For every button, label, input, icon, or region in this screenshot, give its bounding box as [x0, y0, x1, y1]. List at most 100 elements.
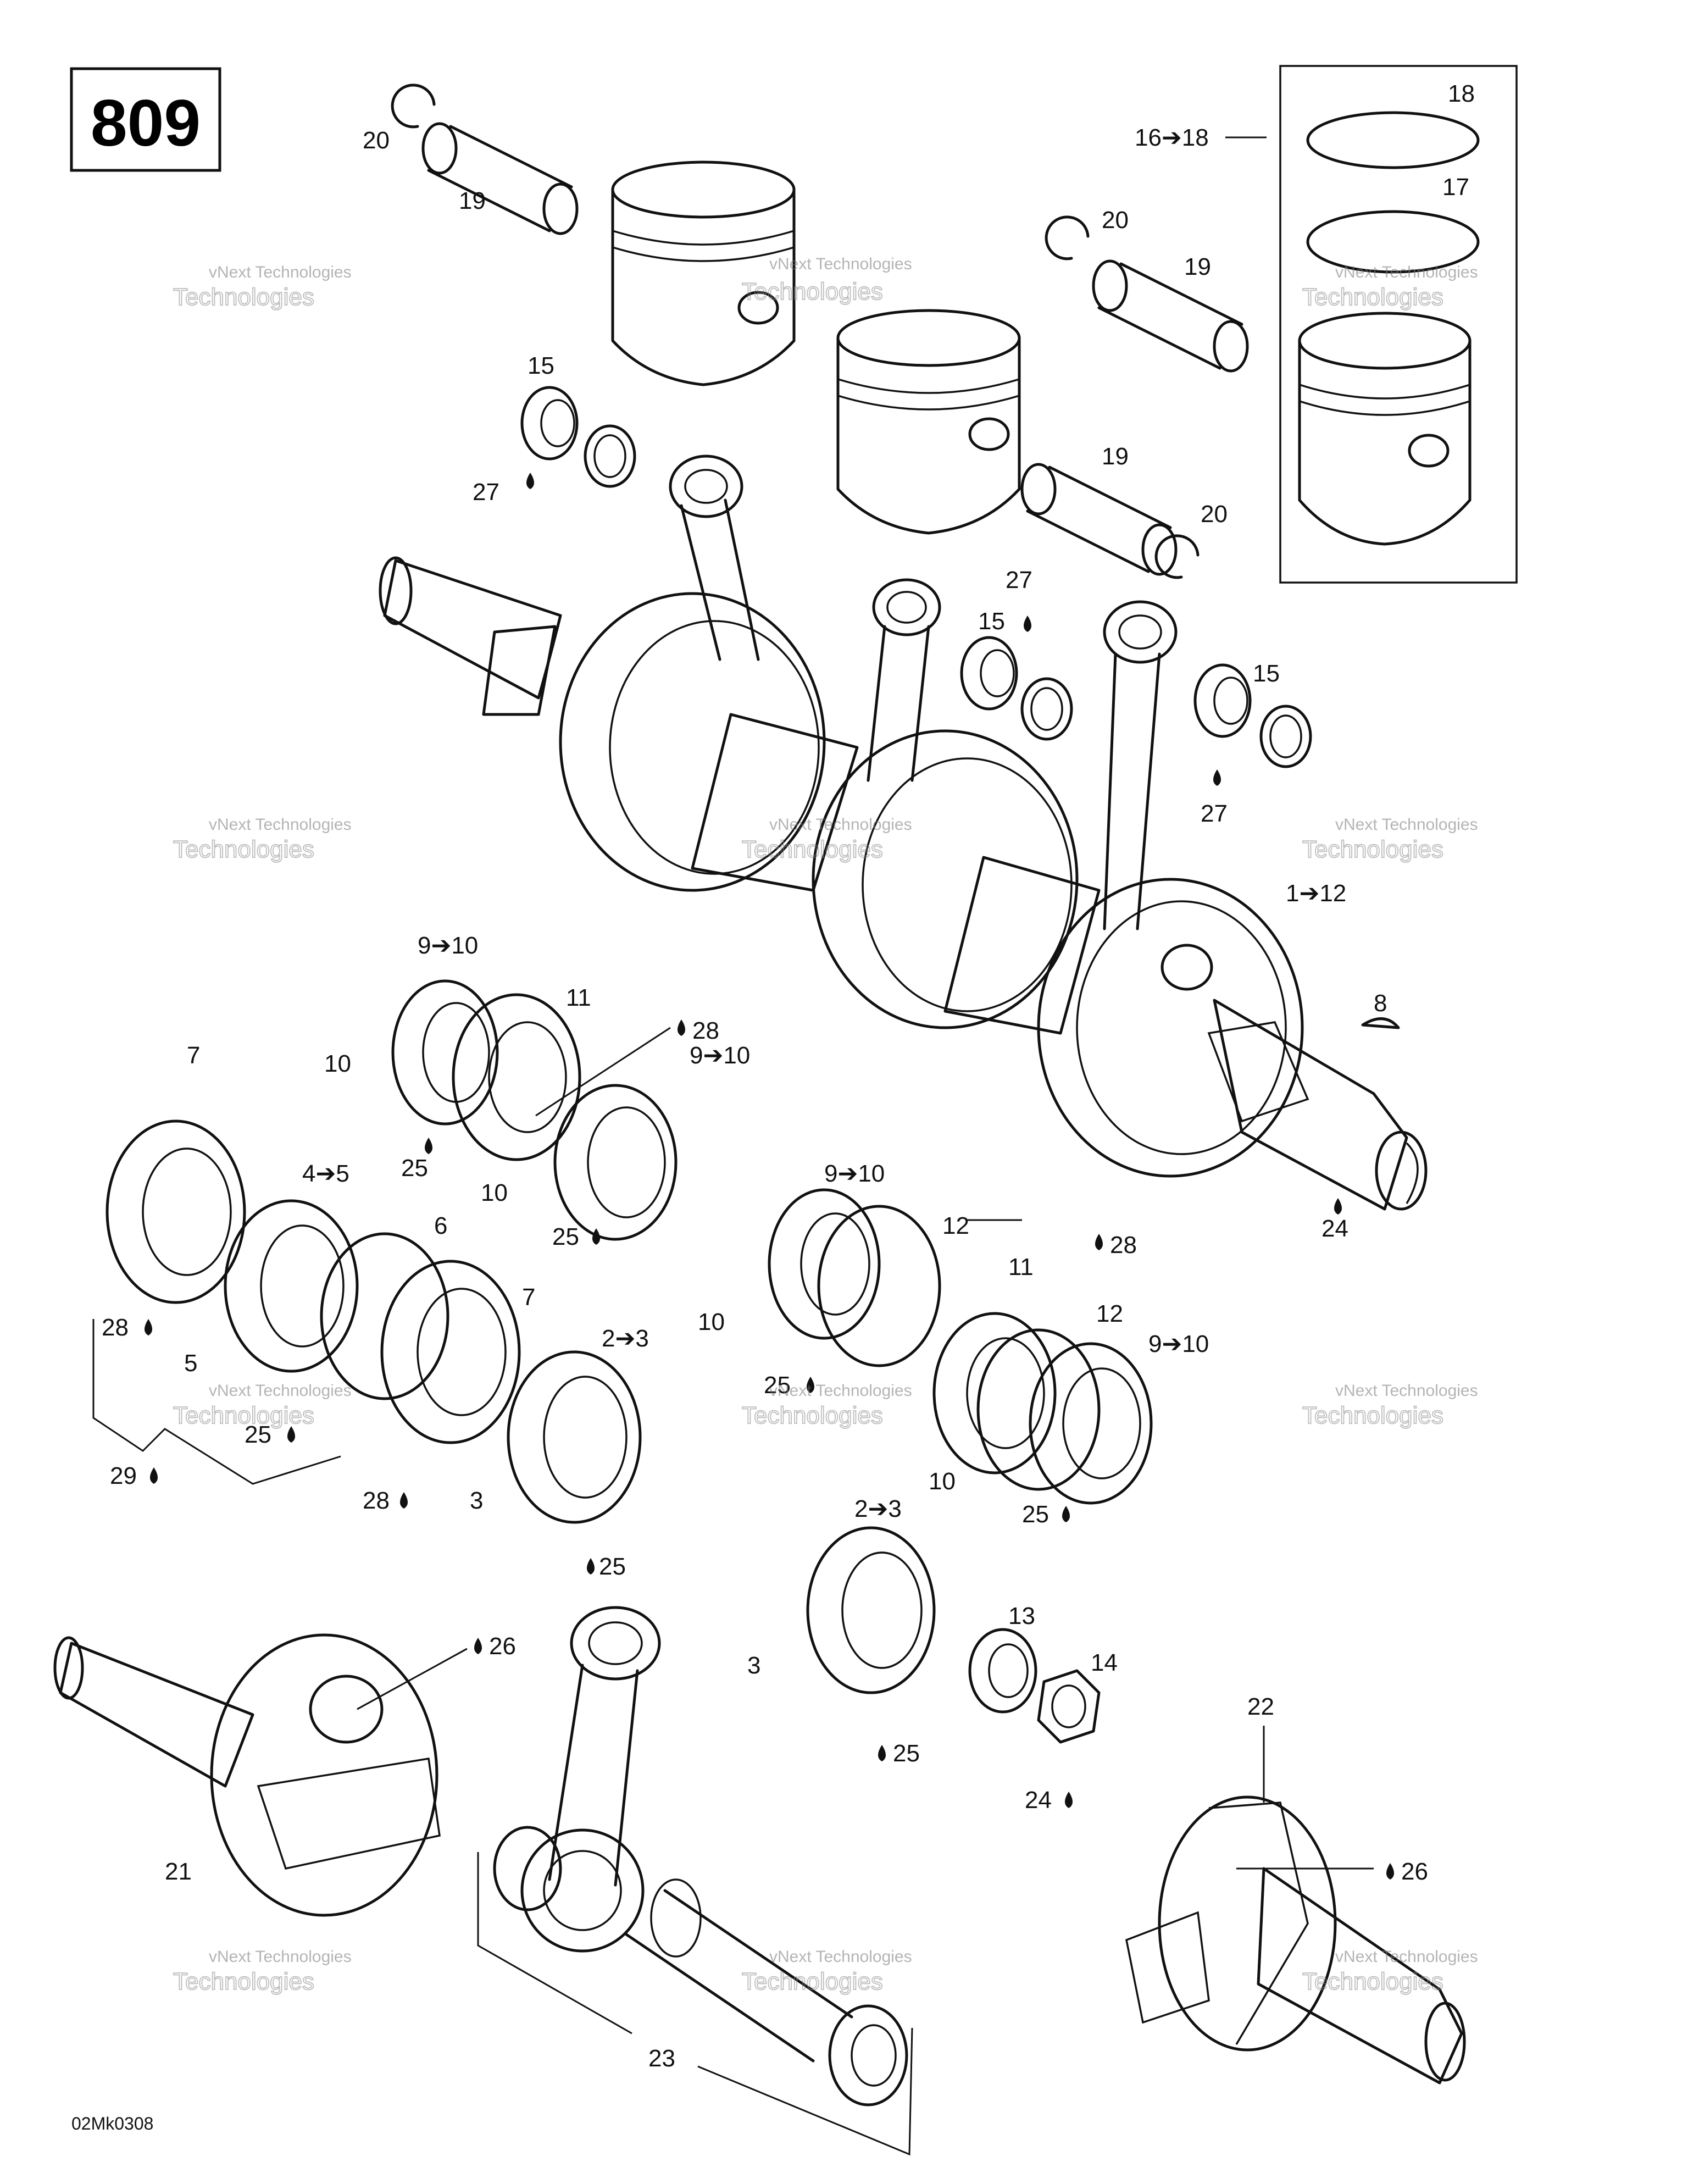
oil-seal-7a [106, 1119, 246, 1304]
lock-washer-13 [968, 1628, 1037, 1714]
piston-ring-18 [1306, 111, 1480, 169]
oil-drop-icon [150, 1467, 158, 1484]
diagram-number-box: 809 [70, 67, 221, 172]
woodruff-key [1361, 1017, 1400, 1029]
oil-drop-icon [1065, 1792, 1073, 1808]
oil-drop-icon [425, 1138, 432, 1154]
label-11a: 11 [566, 984, 591, 1011]
label-25e: 25 [764, 1372, 791, 1399]
ball-bearing-2-3a [507, 1350, 642, 1524]
label-19b: 19 [1184, 253, 1211, 280]
label-12b: 12 [1096, 1300, 1123, 1327]
watermark: vNext Technologies [1335, 263, 1478, 281]
oil-drop-icon [1386, 1863, 1394, 1880]
label-12a: 12 [942, 1212, 969, 1239]
needle-bearing-15b [960, 636, 1073, 741]
circlip-c [1154, 534, 1200, 579]
label-25b: 25 [552, 1223, 579, 1250]
watermark: vNext Technologies [1335, 816, 1478, 834]
watermark: vNext Technologies [1335, 1382, 1478, 1400]
label-10a: 10 [324, 1050, 351, 1077]
oil-drop-icon [287, 1426, 295, 1443]
label-2-3a: 2➔3 [602, 1325, 649, 1352]
label-9-10c: 9➔10 [824, 1160, 885, 1187]
label-23: 23 [648, 2045, 675, 2072]
piston-pin-a [421, 122, 579, 235]
label-25g: 25 [893, 1740, 920, 1767]
connecting-rod-b [867, 578, 941, 782]
watermark: vNext Technologies [209, 816, 352, 834]
piston-center [836, 309, 1021, 535]
watermark: vNext Technologies [769, 1382, 912, 1400]
piston-pin-b [1092, 259, 1249, 373]
leader-26a [357, 1648, 468, 1710]
label-28b: 28 [102, 1314, 129, 1341]
label-25a: 25 [401, 1155, 428, 1182]
label-20c: 20 [1201, 501, 1228, 528]
watermark: Technologies [173, 836, 314, 863]
oil-drop-icon [878, 1745, 886, 1761]
watermark: Technologies [173, 1402, 314, 1429]
label-26b: 26 [1401, 1858, 1428, 1885]
ball-bearing-9-10c [768, 1188, 881, 1340]
ball-bearing-9-10a [391, 979, 499, 1126]
watermark: Technologies [742, 278, 883, 305]
piston-pin-c [1020, 463, 1178, 576]
crankshaft-assembly [379, 556, 1428, 1211]
oil-drop-icon [807, 1377, 814, 1393]
watermark: Technologies [1302, 836, 1443, 863]
oil-drop-icon [400, 1492, 408, 1509]
label-27b: 27 [1006, 567, 1032, 594]
ball-bearing-4-5 [224, 1199, 359, 1373]
label-11b: 11 [1008, 1254, 1034, 1281]
drawing-code: 02Mk0308 [71, 2114, 153, 2133]
oil-drop-icon [587, 1558, 595, 1575]
watermark-group: vNext Technologies Technologies vNext Te… [173, 255, 1478, 1995]
oil-drop-icon [1095, 1234, 1103, 1250]
seal-11b [932, 1312, 1057, 1475]
label-19c: 19 [1102, 443, 1129, 470]
label-28c: 28 [363, 1487, 390, 1514]
watermark: vNext Technologies [209, 1382, 352, 1400]
label-15c: 15 [1253, 660, 1280, 687]
label-7b: 7 [522, 1284, 535, 1311]
label-26a: 26 [489, 1633, 516, 1660]
oil-drop-icon [1062, 1506, 1070, 1522]
watermark: vNext Technologies [769, 255, 912, 273]
oil-seal-7b [380, 1260, 521, 1444]
piston-left [611, 160, 796, 386]
ball-bearing-2-3b [806, 1526, 936, 1694]
label-21: 21 [165, 1858, 192, 1885]
watermark: Technologies [1302, 1402, 1443, 1429]
label-25f: 25 [1022, 1501, 1049, 1528]
label-4-5: 4➔5 [302, 1160, 349, 1187]
label-9-10a: 9➔10 [418, 932, 478, 959]
label-10c: 10 [698, 1309, 725, 1335]
leader-28a [535, 1027, 671, 1117]
label-1-12: 1➔12 [1286, 880, 1346, 907]
oil-drop-icon [145, 1319, 152, 1335]
label-14: 14 [1091, 1649, 1118, 1676]
label-7a: 7 [187, 1042, 200, 1069]
piston-ring-17 [1306, 210, 1480, 274]
bracket-29 [92, 1319, 341, 1485]
connecting-rod-assembly-23 [493, 1606, 908, 2107]
connecting-rod-a [669, 454, 760, 661]
label-6: 6 [434, 1212, 447, 1239]
label-28d: 28 [1110, 1232, 1137, 1259]
oil-drop-icon [678, 1019, 685, 1036]
seal-11a [452, 993, 581, 1161]
watermark: Technologies [173, 1968, 314, 1995]
watermark: Technologies [173, 284, 314, 311]
watermark: Technologies [742, 1402, 883, 1429]
label-15a: 15 [528, 352, 554, 379]
label-3a: 3 [470, 1487, 483, 1514]
watermark: Technologies [1302, 284, 1443, 311]
label-13: 13 [1008, 1603, 1035, 1629]
hex-nut-14 [1037, 1669, 1101, 1744]
oil-drop-icon [1213, 769, 1221, 786]
label-18: 18 [1448, 80, 1475, 107]
label-3b: 3 [747, 1652, 760, 1679]
label-8: 8 [1374, 990, 1387, 1017]
